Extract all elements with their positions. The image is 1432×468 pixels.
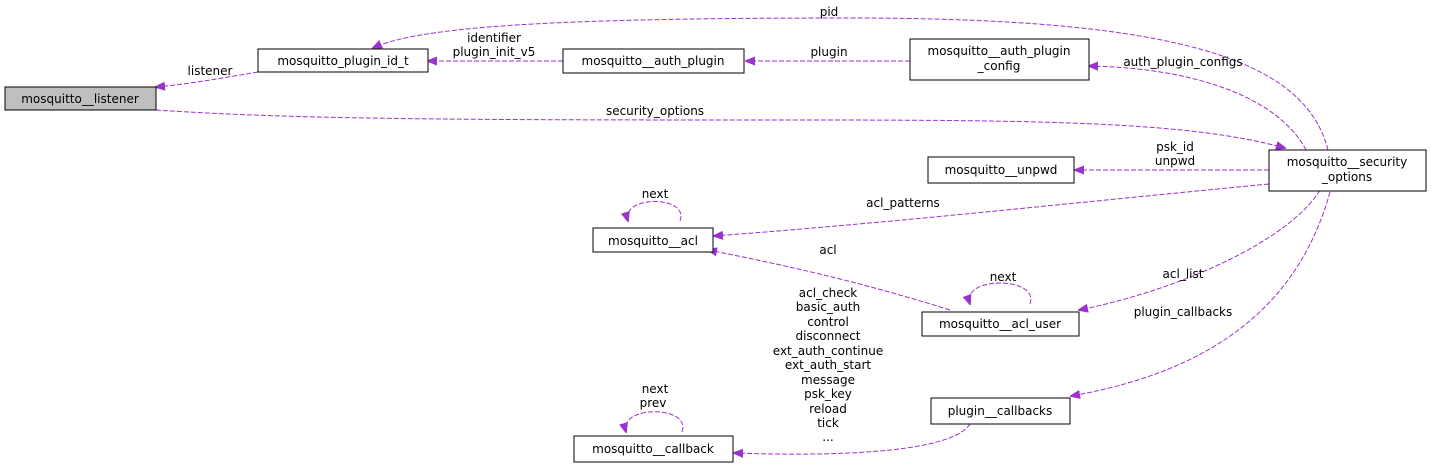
edge-labels: pid listener identifier plugin_init_v5 p… [188, 5, 1243, 444]
label-acl-list: acl_list [1163, 267, 1204, 281]
node-label: mosquitto__listener [21, 92, 139, 106]
edge-listener [156, 71, 259, 87]
node-mosquitto-auth-plugin[interactable]: mosquitto__auth_plugin [562, 48, 745, 74]
label-psk-key: psk_key [804, 387, 852, 401]
label-acl: acl [819, 243, 836, 257]
node-label: plugin__callbacks [948, 404, 1053, 418]
label-basic-auth: basic_auth [796, 300, 860, 314]
node-mosquitto-acl-user[interactable]: mosquitto__acl_user [921, 311, 1080, 337]
label-callback-prev: prev [640, 396, 667, 410]
edge-acl [708, 250, 951, 311]
node-mosquitto-security-options[interactable]: mosquitto__security _options [1268, 149, 1427, 192]
node-mosquitto-callback[interactable]: mosquitto__callback [573, 435, 734, 463]
label-ellipsis: ... [822, 430, 833, 444]
node-mosquitto-unpwd[interactable]: mosquitto__unpwd [927, 156, 1075, 184]
edge-auth-plugin-configs [1089, 66, 1307, 151]
node-label: mosquitto__acl [608, 234, 698, 248]
label-ext-auth-continue: ext_auth_continue [773, 344, 883, 358]
label-plugin: plugin [810, 45, 847, 59]
label-pid: pid [820, 5, 839, 19]
node-label-line-1: mosquitto__security [1287, 155, 1408, 169]
label-callback-fields: acl_check basic_auth control disconnect … [773, 286, 883, 444]
edge-callback [734, 423, 971, 454]
edge-acl-user-self-loop [969, 282, 1032, 304]
node-label: mosquitto__callback [592, 442, 714, 456]
node-label: mosquitto__unpwd [945, 163, 1058, 177]
label-acl-check: acl_check [799, 286, 857, 300]
node-label-line-2: _options [1321, 170, 1372, 184]
node-label-line-2: _config [977, 59, 1021, 73]
label-plugin-callbacks: plugin_callbacks [1134, 305, 1233, 319]
node-label: mosquitto__acl_user [939, 317, 1061, 331]
node-mosquitto-acl[interactable]: mosquitto__acl [592, 227, 714, 253]
edge-security-options [155, 109, 1285, 148]
edge-callback-self-loop [625, 411, 684, 432]
label-unpwd: unpwd [1155, 154, 1195, 168]
edge-acl-list [1079, 189, 1321, 310]
edge-pid [373, 17, 1329, 151]
label-callback-next: next [642, 382, 669, 396]
label-disconnect: disconnect [795, 329, 860, 343]
edge-plugin-callbacks [1071, 191, 1331, 396]
label-acl-patterns: acl_patterns [866, 196, 940, 210]
label-plugin-init-v5: plugin_init_v5 [453, 45, 536, 59]
label-tick: tick [817, 416, 839, 430]
label-auth-plugin-configs: auth_plugin_configs [1123, 55, 1242, 69]
node-label-line-1: mosquitto__auth_plugin [928, 44, 1071, 58]
label-psk-id: psk_id [1156, 140, 1194, 154]
label-message: message [801, 373, 855, 387]
label-acl-user-next: next [990, 270, 1017, 284]
node-mosquitto-plugin-id-t[interactable]: mosquitto_plugin_id_t [257, 48, 429, 73]
node-plugin-callbacks[interactable]: plugin__callbacks [930, 397, 1071, 425]
label-reload: reload [809, 402, 847, 416]
node-mosquitto-auth-plugin-config[interactable]: mosquitto__auth_plugin _config [909, 38, 1090, 81]
label-security-options: security_options [606, 104, 704, 118]
node-label: mosquitto_plugin_id_t [277, 54, 409, 68]
label-control: control [807, 315, 849, 329]
edges [155, 17, 1331, 454]
label-identifier: identifier [467, 31, 521, 45]
edge-acl-patterns [714, 183, 1270, 236]
edge-acl-self-loop [627, 201, 682, 222]
label-ext-auth-start: ext_auth_start [785, 358, 871, 372]
node-label: mosquitto__auth_plugin [582, 54, 725, 68]
label-listener: listener [188, 64, 233, 78]
label-acl-next: next [642, 187, 669, 201]
node-mosquitto-listener[interactable]: mosquitto__listener [4, 86, 157, 111]
